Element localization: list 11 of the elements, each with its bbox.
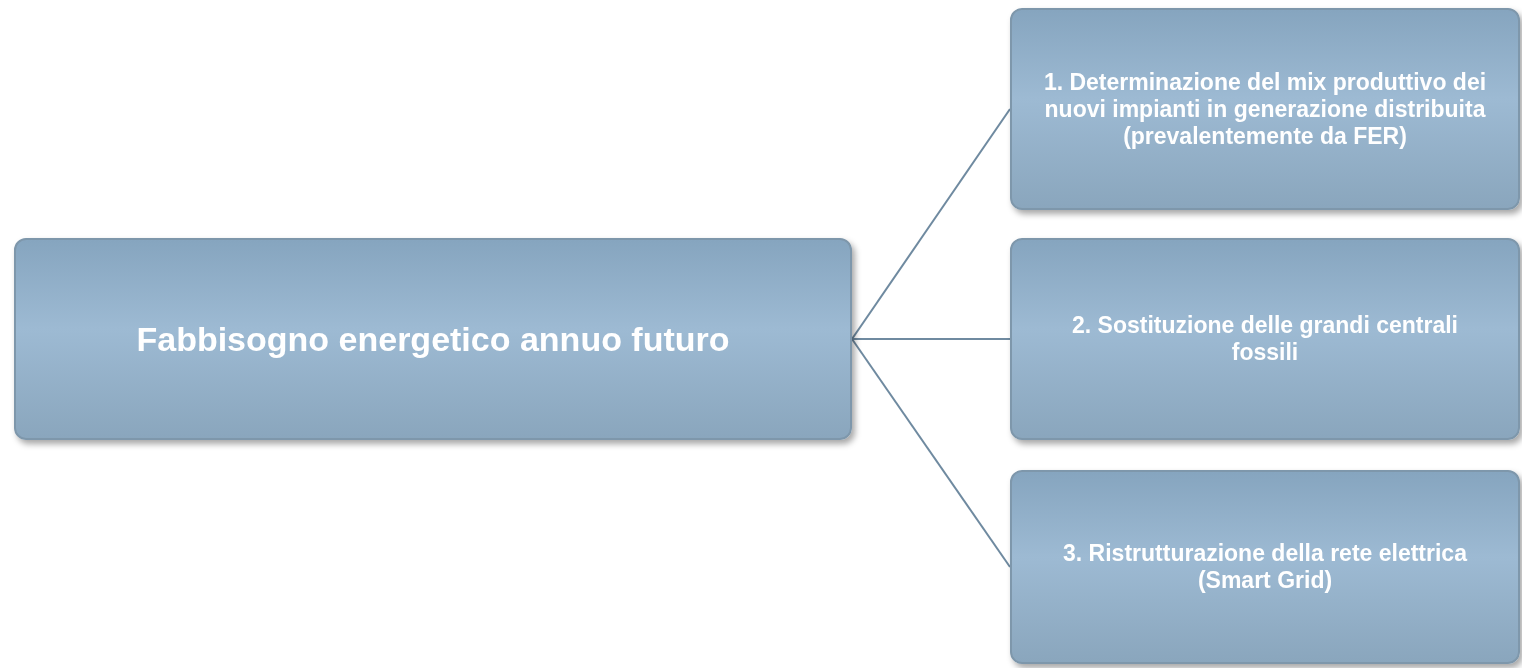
connector-line [851, 338, 1011, 568]
box-label: 3. Ristrutturazione della rete elettrica (Smart Grid) [1062, 540, 1469, 594]
process-box [14, 238, 852, 440]
process-box [1010, 8, 1520, 210]
box-label: Fabbisogno energetico annuo futuro [136, 319, 730, 359]
box-label: 2. Sostituzione delle grandi centrali fossili [1071, 312, 1459, 366]
process-box [1010, 470, 1520, 664]
box-label: 1. Determinazione del mix produttivo dei nuovi impianti in generazione distribuita (prevalentemente da FER) [1042, 68, 1488, 150]
connector-line [851, 338, 1011, 340]
connector-line [851, 108, 1011, 340]
process-box [1010, 238, 1520, 440]
